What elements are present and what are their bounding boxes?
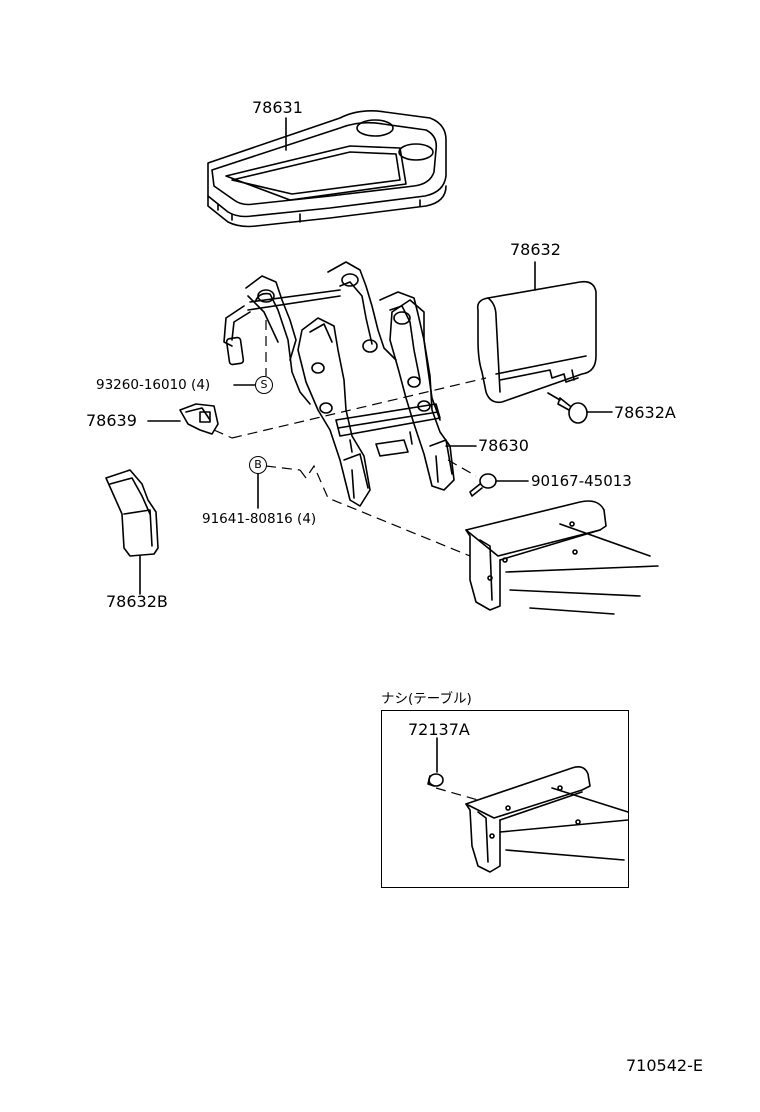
inset-console-icon bbox=[427, 766, 629, 873]
tray-icon bbox=[207, 110, 447, 228]
inset-frame bbox=[381, 710, 629, 888]
inset-caption: ナシ(テーブル) bbox=[381, 691, 472, 707]
inset-part-label: 72137A bbox=[408, 720, 470, 739]
marker-s: S bbox=[255, 376, 273, 394]
part-label-tray: 78631 bbox=[252, 98, 303, 117]
part-label-cover: 78632 bbox=[510, 240, 561, 259]
part-label-nut: 91641-80816 (4) bbox=[202, 511, 317, 527]
part-label-frame: 78630 bbox=[478, 436, 529, 455]
part-label-bolt: 90167-45013 bbox=[531, 472, 632, 490]
part-label-screw-a: 78632A bbox=[614, 403, 676, 422]
side-cover-icon bbox=[105, 469, 159, 595]
bracket-icon bbox=[147, 403, 219, 435]
part-label-side-cover: 78632B bbox=[106, 592, 168, 611]
frame-icon bbox=[223, 261, 455, 507]
part-label-bracket: 78639 bbox=[86, 411, 137, 430]
part-label-bushing: 93260-16010 (4) bbox=[96, 377, 211, 393]
cover-icon bbox=[476, 280, 597, 404]
clip-icon bbox=[557, 397, 613, 424]
bolt-icon bbox=[469, 473, 529, 497]
marker-b: B bbox=[249, 456, 267, 474]
diagram-code: 710542-E bbox=[626, 1056, 703, 1075]
console-icon bbox=[465, 500, 659, 615]
